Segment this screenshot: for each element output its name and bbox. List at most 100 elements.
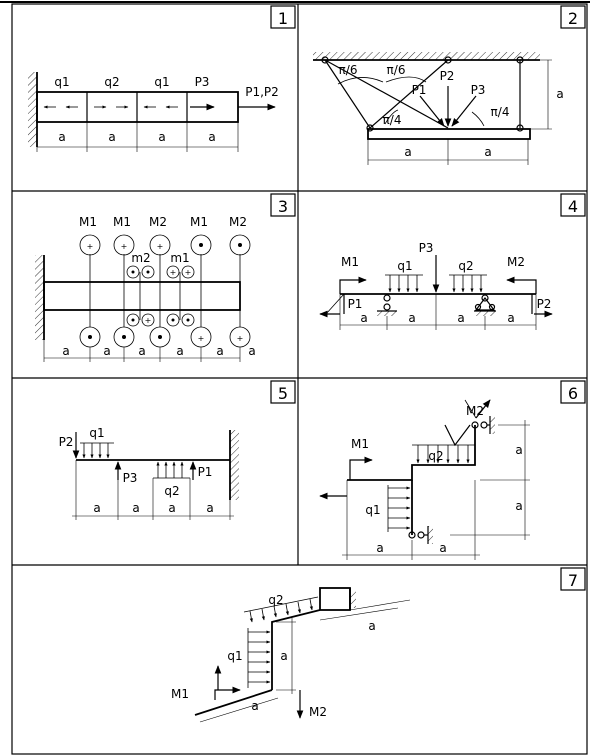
problem-2-diagram: π/6 π/6 P2 P1 P3 π/4 π/4 a a a bbox=[313, 52, 564, 165]
label-P1: P1 bbox=[348, 297, 363, 311]
number-box-6 bbox=[560, 380, 586, 404]
problem-number-2: 2 bbox=[568, 9, 578, 28]
label-m1: m1 bbox=[170, 251, 189, 265]
label-M2-a: M2 bbox=[149, 215, 167, 229]
dim-a-2: a bbox=[132, 501, 139, 515]
fixed-block bbox=[319, 587, 351, 611]
label-pi4-right: π/4 bbox=[491, 105, 510, 119]
problem-number-7: 7 bbox=[568, 571, 578, 590]
label-q1: q1 bbox=[227, 649, 242, 663]
number-box-7 bbox=[560, 567, 586, 591]
svg-text:+: + bbox=[157, 242, 164, 251]
label-M2: M2 bbox=[309, 705, 327, 719]
label-pi6-left: π/6 bbox=[339, 63, 358, 77]
dim-a-5: a bbox=[216, 344, 223, 358]
dim-a-4: a bbox=[176, 344, 183, 358]
svg-text:+: + bbox=[237, 334, 244, 343]
dim-a-height: a bbox=[556, 87, 563, 101]
label-P1: P1 bbox=[198, 465, 213, 479]
dim-a-4: a bbox=[208, 130, 215, 144]
label-M1-c: M1 bbox=[190, 215, 208, 229]
dim-a-3: a bbox=[158, 130, 165, 144]
label-M2: M2 bbox=[466, 404, 484, 418]
problem-number-5: 5 bbox=[278, 384, 288, 403]
dim-a-upper: a bbox=[515, 443, 522, 457]
problem-number-4: 4 bbox=[568, 197, 578, 216]
dim-a-right: a bbox=[439, 541, 446, 555]
label-q1: q1 bbox=[397, 259, 412, 273]
dim-a-2: a bbox=[103, 344, 110, 358]
label-q1: q1 bbox=[365, 503, 380, 517]
label-q2: q2 bbox=[268, 593, 283, 607]
dim-a-right: a bbox=[484, 145, 491, 159]
frame bbox=[271, 609, 321, 690]
problem-5-diagram: q1 P2 P3 q2 P1 a a a a bbox=[59, 426, 239, 520]
number-box-4 bbox=[560, 193, 586, 217]
label-P2: P2 bbox=[59, 435, 74, 449]
svg-text:+: + bbox=[87, 242, 94, 251]
dim-a-1: a bbox=[58, 130, 65, 144]
problem-number-3: 3 bbox=[278, 197, 288, 216]
label-M1: M1 bbox=[351, 437, 369, 451]
svg-text:+: + bbox=[198, 334, 205, 343]
label-P3: P3 bbox=[471, 83, 486, 97]
label-P3: P3 bbox=[195, 75, 210, 89]
shaft bbox=[43, 281, 241, 311]
dim-a-left: a bbox=[376, 541, 383, 555]
dim-a-1: a bbox=[360, 311, 367, 325]
dim-a-3: a bbox=[457, 311, 464, 325]
label-q2: q2 bbox=[104, 75, 119, 89]
dim-a-1: a bbox=[93, 501, 100, 515]
problem-1-diagram: q1 q2 q1 P3 P1,P2 a a a a bbox=[28, 72, 279, 152]
svg-text:+: + bbox=[145, 316, 152, 325]
dim-a-mid: a bbox=[280, 649, 287, 663]
number-box-5 bbox=[270, 380, 296, 404]
label-q1: q1 bbox=[89, 426, 104, 440]
problem-3-diagram: + + + + + + + + M1 M1 M2 M1 M2 m2 m1 a a… bbox=[35, 215, 256, 362]
label-M1-a: M1 bbox=[79, 215, 97, 229]
label-pi4-left: π/4 bbox=[383, 113, 402, 127]
number-box-1 bbox=[270, 5, 296, 29]
label-M1-b: M1 bbox=[113, 215, 131, 229]
number-box-2 bbox=[560, 5, 586, 29]
dim-a-left: a bbox=[404, 145, 411, 159]
problem-number-6: 6 bbox=[568, 384, 578, 403]
label-P3: P3 bbox=[123, 471, 138, 485]
dim-a-lower: a bbox=[515, 499, 522, 513]
dim-a-2: a bbox=[408, 311, 415, 325]
label-q2: q2 bbox=[458, 259, 473, 273]
label-M1: M1 bbox=[341, 255, 359, 269]
problem-6-diagram: M2 M1 q2 q1 a a a a bbox=[319, 399, 530, 560]
dim-a-top: a bbox=[368, 619, 375, 633]
problem-4-diagram: M1 q1 P3 q2 M2 P1 P2 a a a a bbox=[319, 241, 553, 330]
dim-a-1: a bbox=[62, 344, 69, 358]
svg-text:+: + bbox=[121, 242, 128, 251]
problem-number-1: 1 bbox=[278, 9, 288, 28]
dim-a-3: a bbox=[138, 344, 145, 358]
dim-a-4: a bbox=[507, 311, 514, 325]
svg-text:+: + bbox=[170, 268, 177, 277]
label-P1-P2: P1,P2 bbox=[245, 85, 279, 99]
label-P1: P1 bbox=[412, 83, 427, 97]
label-P2: P2 bbox=[537, 297, 552, 311]
dim-a-6: a bbox=[248, 344, 255, 358]
dim-a-3: a bbox=[168, 501, 175, 515]
label-q1-first: q1 bbox=[54, 75, 69, 89]
label-pi6-right: π/6 bbox=[387, 63, 406, 77]
frame bbox=[347, 425, 476, 481]
label-q2: q2 bbox=[428, 449, 443, 463]
label-q1-second: q1 bbox=[154, 75, 169, 89]
label-m2: m2 bbox=[131, 251, 150, 265]
number-boxes: 1 2 3 4 5 6 7 bbox=[270, 5, 586, 591]
label-P2: P2 bbox=[440, 69, 455, 83]
problem-7-diagram: q2 a q1 a M1 a M2 bbox=[171, 587, 411, 723]
dim-a-4: a bbox=[206, 501, 213, 515]
label-M2-b: M2 bbox=[229, 215, 247, 229]
dim-a-bottom: a bbox=[251, 699, 258, 713]
number-box-3 bbox=[270, 193, 296, 217]
label-P3: P3 bbox=[419, 241, 434, 255]
label-q2: q2 bbox=[164, 484, 179, 498]
svg-text:+: + bbox=[185, 268, 192, 277]
